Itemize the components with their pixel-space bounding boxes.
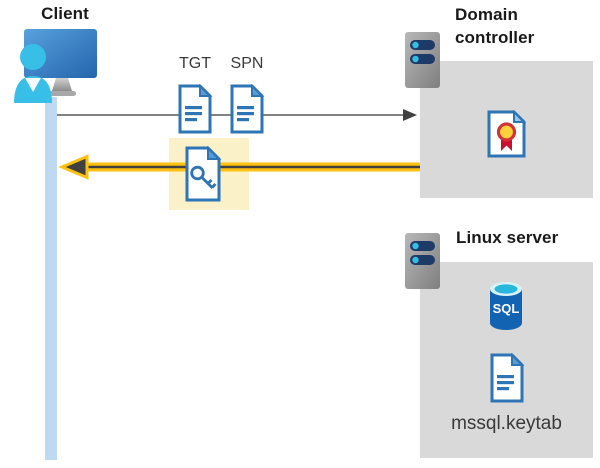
certificate-icon	[487, 110, 526, 158]
client-lifeline	[45, 97, 57, 460]
domain-controller-server-icon	[405, 32, 440, 88]
key-icon	[190, 165, 217, 189]
keytab-document-icon	[490, 353, 525, 403]
response-arrow-icon	[58, 154, 420, 180]
spn-document-icon	[230, 84, 265, 134]
spn-label: SPN	[230, 55, 264, 72]
sql-badge-text: SQL	[493, 301, 520, 316]
domain-controller-label: Domain controller	[455, 5, 535, 47]
keytab-file-label: mssql.keytab	[451, 413, 562, 434]
tgt-label: TGT	[179, 55, 211, 72]
client-workstation-icon	[14, 29, 97, 103]
tgt-document-icon	[178, 84, 213, 134]
sql-database-icon: SQL	[490, 282, 522, 330]
linux-server-server-icon	[405, 233, 440, 289]
linux-server-label: Linux server	[456, 228, 559, 247]
key-document-icon	[185, 146, 222, 202]
client-label: Client	[41, 4, 89, 23]
person-icon	[14, 44, 52, 103]
